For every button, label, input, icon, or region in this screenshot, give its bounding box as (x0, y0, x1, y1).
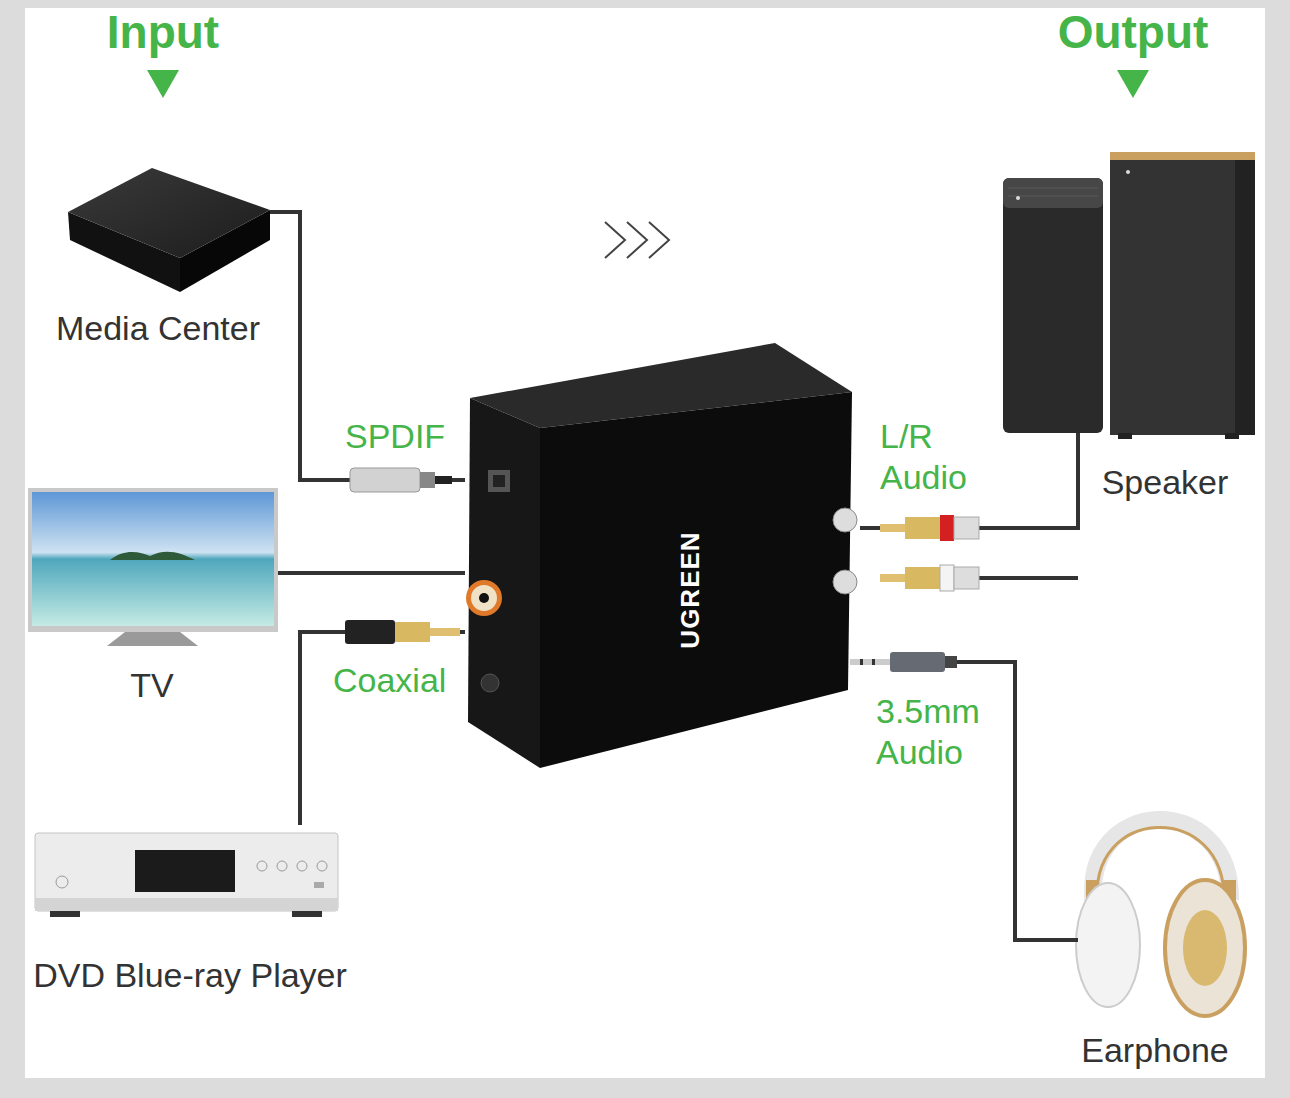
speaker-illustration (1003, 152, 1255, 439)
tv-illustration (28, 488, 278, 646)
heading-triangles (147, 70, 1149, 98)
media-center-illustration (68, 168, 270, 292)
rca-plug-red (880, 515, 979, 541)
device-node: TV (25, 485, 278, 705)
rca-plug-white (880, 565, 979, 591)
section-heading: Output (1058, 6, 1209, 58)
cable-line (860, 500, 1078, 528)
cable-line (860, 662, 1050, 940)
port-label: SPDIF (345, 416, 545, 457)
section-heading: Input (107, 6, 219, 58)
device-node: DVD Blue-ray Player (25, 825, 365, 995)
device-caption: Media Center (56, 308, 260, 348)
device-caption: DVD Blue-ray Player (33, 955, 347, 995)
page-background (25, 8, 1265, 1078)
device-node: Speaker (995, 145, 1260, 500)
device-caption: Earphone (1081, 1030, 1228, 1070)
coaxial-plug (345, 620, 460, 644)
converter-illustration (466, 343, 857, 768)
headphone-illustration (1076, 820, 1245, 1016)
device-caption: Speaker (1102, 462, 1229, 502)
minijack-plug (850, 652, 957, 672)
optical-plug (350, 468, 452, 492)
static-wire (975, 433, 1078, 940)
cable-line (300, 632, 465, 825)
device-node: Media Center (45, 160, 270, 350)
converter-box: UGREEN (465, 340, 860, 765)
brand-text: UGREEN (670, 531, 710, 648)
port-label: 3.5mm Audio (876, 691, 1006, 773)
dvd-player-illustration (35, 833, 338, 917)
port-label: L/R Audio (880, 416, 998, 498)
chevron-symbol (605, 222, 669, 258)
device-node: Earphone (1050, 795, 1265, 1070)
cable-line (278, 571, 465, 575)
device-caption: TV (130, 665, 173, 705)
port-label: Coaxial (333, 660, 533, 701)
